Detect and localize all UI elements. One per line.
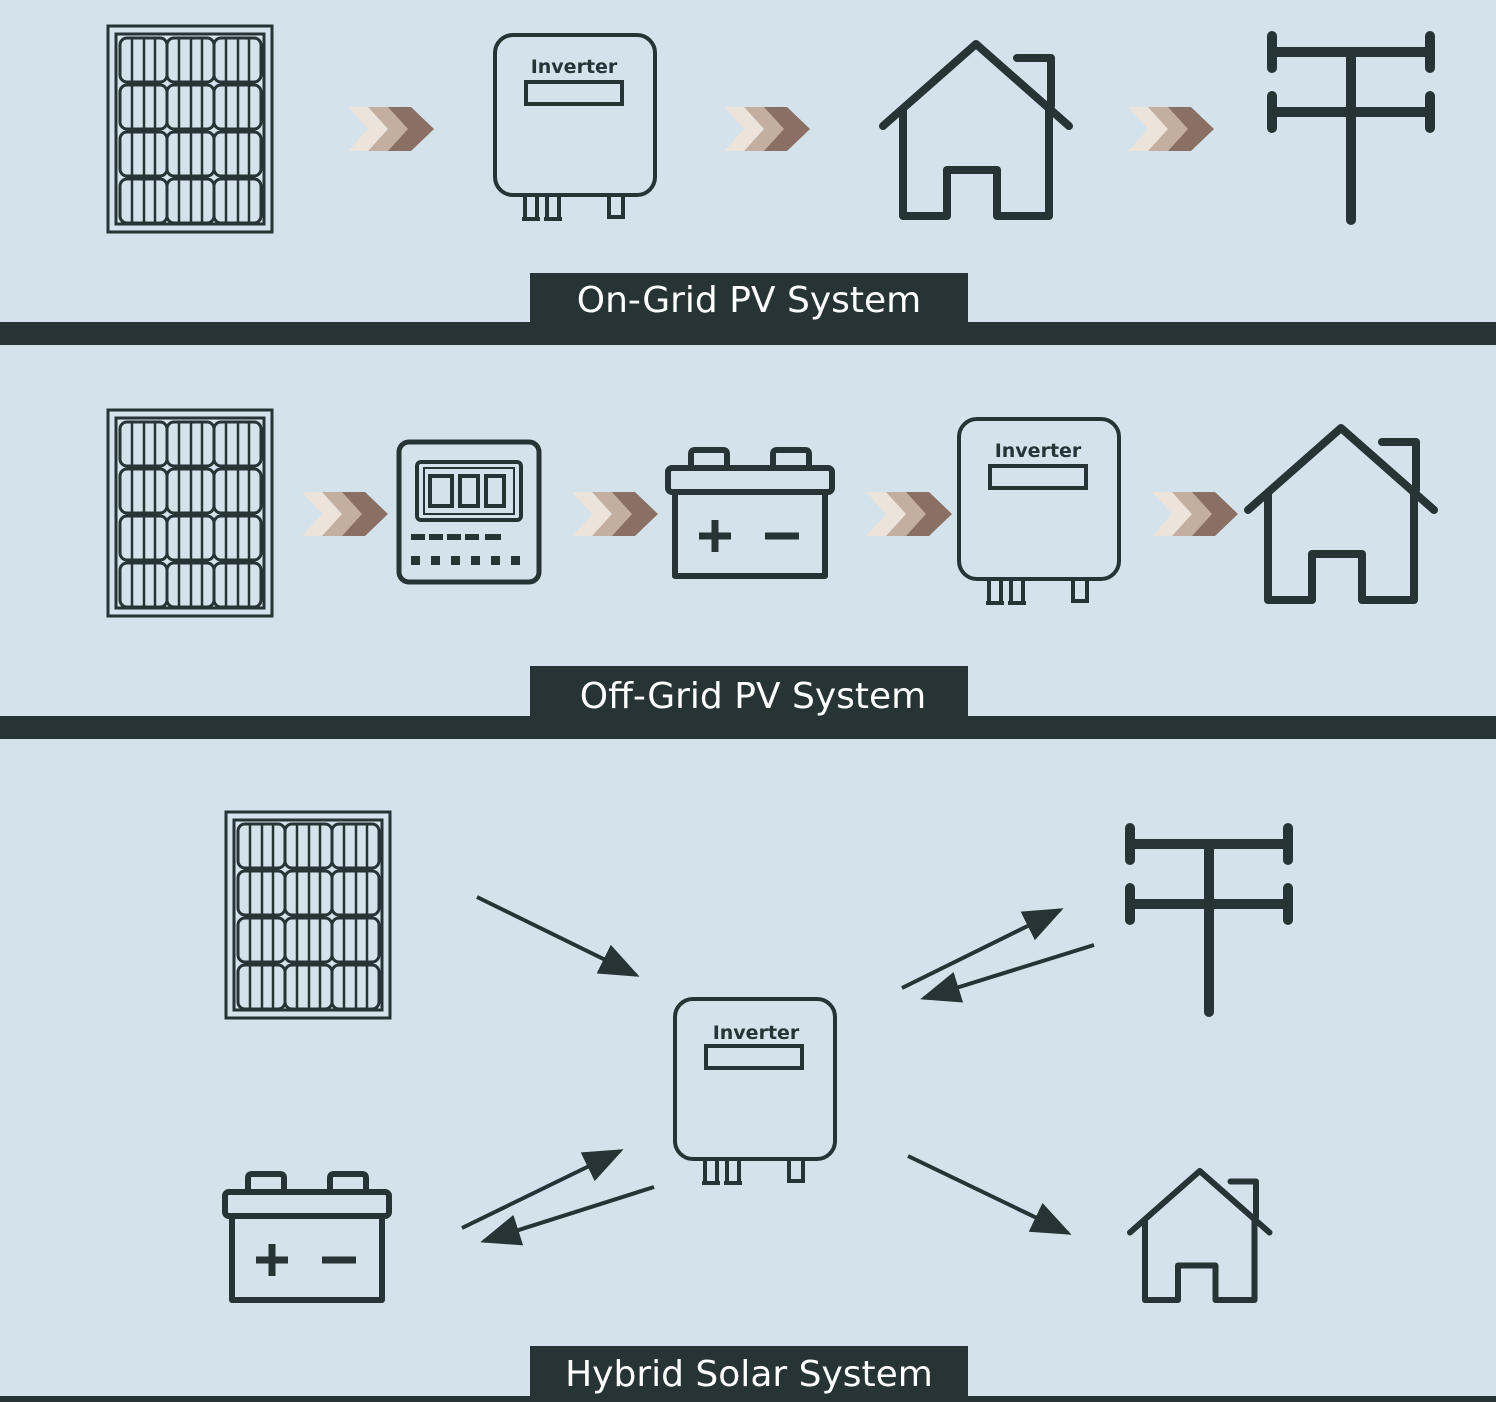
section-off-grid: Inverter Off-Grid PV System xyxy=(106,408,1434,718)
flow-chevrons-icon xyxy=(572,492,658,536)
flow-chevrons-icon xyxy=(1128,107,1214,151)
solar-panel-icon xyxy=(106,24,274,234)
house-icon xyxy=(1130,1171,1270,1300)
section-hybrid: Inverter Hybrid Solar System xyxy=(224,810,1288,1398)
battery-icon xyxy=(668,450,832,576)
section-divider xyxy=(0,716,1496,739)
flow-arrow-icon xyxy=(920,943,1095,1003)
inverter-label: Inverter xyxy=(995,440,1082,462)
section-divider xyxy=(0,1396,1496,1402)
flow-chevrons-icon xyxy=(348,107,434,151)
section-label: Off-Grid PV System xyxy=(580,676,926,717)
flow-chevrons-icon xyxy=(1152,492,1238,536)
charge-controller-icon xyxy=(399,442,539,582)
inverter-label: Inverter xyxy=(713,1022,800,1044)
section-label: On-Grid PV System xyxy=(577,280,921,321)
inverter-icon: Inverter xyxy=(957,417,1121,605)
flow-arrow-icon xyxy=(901,908,1064,990)
solar-panel-icon xyxy=(106,408,274,618)
section-label-box xyxy=(530,666,968,718)
flow-arrow-icon xyxy=(461,1149,624,1230)
section-on-grid: Inverter On-Grid PV System xyxy=(106,24,1430,325)
house-icon xyxy=(883,44,1069,216)
flow-chevrons-icon xyxy=(724,107,810,151)
flow-arrow-icon xyxy=(476,895,640,977)
inverter-icon: Inverter xyxy=(493,33,657,221)
section-label-box xyxy=(530,1346,968,1398)
section-divider xyxy=(0,322,1496,345)
battery-icon xyxy=(225,1174,389,1300)
section-label: Hybrid Solar System xyxy=(565,1354,933,1395)
flow-chevrons-icon xyxy=(866,492,952,536)
section-label-box xyxy=(530,273,968,325)
house-icon xyxy=(1248,428,1434,600)
solar-panel-icon xyxy=(224,810,392,1020)
flow-arrow-icon xyxy=(907,1154,1072,1235)
inverter-icon: Inverter xyxy=(673,997,837,1185)
flow-chevrons-icon xyxy=(302,492,388,536)
inverter-label: Inverter xyxy=(531,56,618,78)
power-pole-icon xyxy=(1130,828,1288,1012)
flow-arrow-icon xyxy=(480,1185,655,1246)
power-pole-icon xyxy=(1272,36,1430,220)
